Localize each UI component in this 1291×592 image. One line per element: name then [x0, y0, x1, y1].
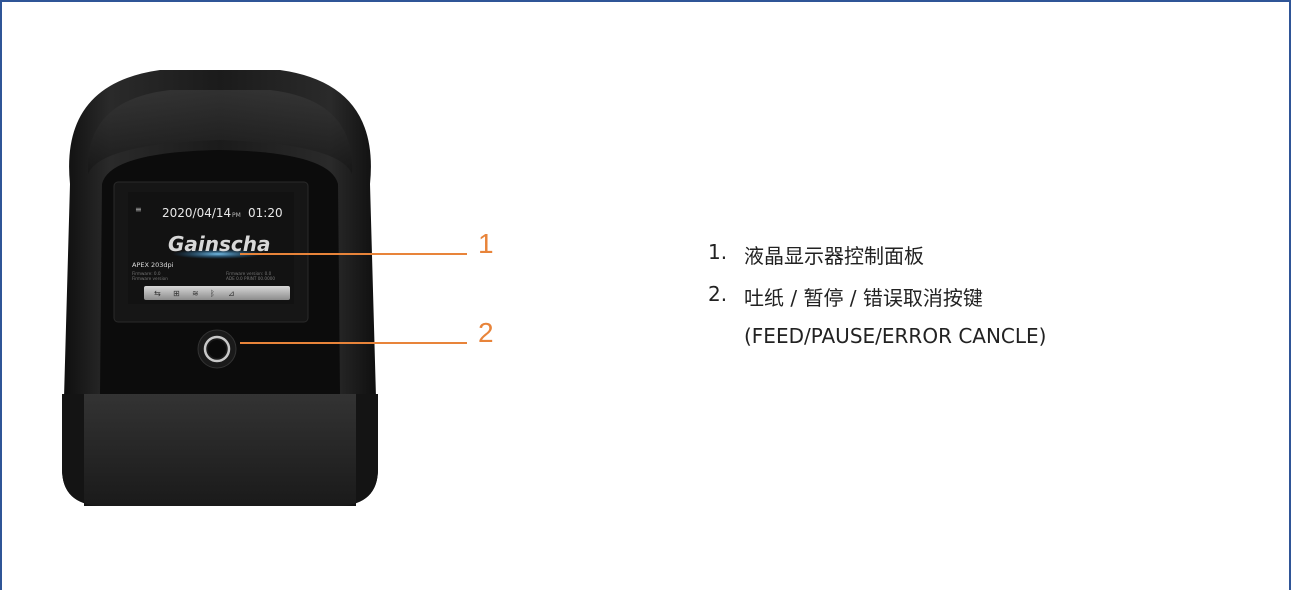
lcd-time: 01:20 [248, 206, 283, 220]
network-icon: ⊿ [228, 289, 235, 298]
callout-line-2 [240, 342, 467, 344]
usb-icon: ⇆ [154, 289, 161, 298]
svg-text:≡: ≡ [135, 205, 142, 214]
callout-number-2: 2 [478, 317, 494, 348]
legend-text: 液晶显示器控制面板 [744, 244, 924, 268]
lcd-info: Firmware: 0.0 [132, 271, 161, 276]
callout-line-1 [240, 253, 467, 255]
bluetooth-icon: ᛒ [210, 289, 215, 298]
lcd-logo: Gainscha [168, 232, 271, 256]
legend-number: 2. [708, 282, 728, 306]
callout-number-1: 1 [478, 228, 494, 259]
lcd-info: ADE 0.0 PRINT 00.0000 [226, 276, 275, 281]
lcd-date: 2020/04/14 [162, 206, 231, 220]
lcd-model: APEX 203dpi [132, 261, 174, 269]
media-cover [84, 394, 356, 506]
lcd-screen: ≡ 2020/04/14 PM 01:20 Gainscha APEX 203d… [128, 192, 294, 304]
legend-subtext: (FEED/PAUSE/ERROR CANCLE) [744, 324, 1047, 348]
lcd-ampm: PM [232, 212, 241, 219]
printer-illustration: ≡ 2020/04/14 PM 01:20 Gainscha APEX 203d… [62, 70, 378, 506]
legend-number: 1. [708, 240, 728, 264]
legend-text: 吐纸 / 暂停 / 错误取消按键 [744, 286, 983, 310]
lcd-info: Firmware version [132, 276, 168, 281]
feed-button[interactable] [197, 329, 237, 369]
lcd-info: Firmware version: 0.0 [226, 271, 272, 276]
legend-item-2-subtext: (FEED/PAUSE/ERROR CANCLE) [744, 324, 1046, 348]
lcd-status-bar [144, 286, 290, 300]
ethernet-icon: ⊞ [173, 289, 180, 298]
wifi-icon: ≋ [192, 289, 199, 298]
